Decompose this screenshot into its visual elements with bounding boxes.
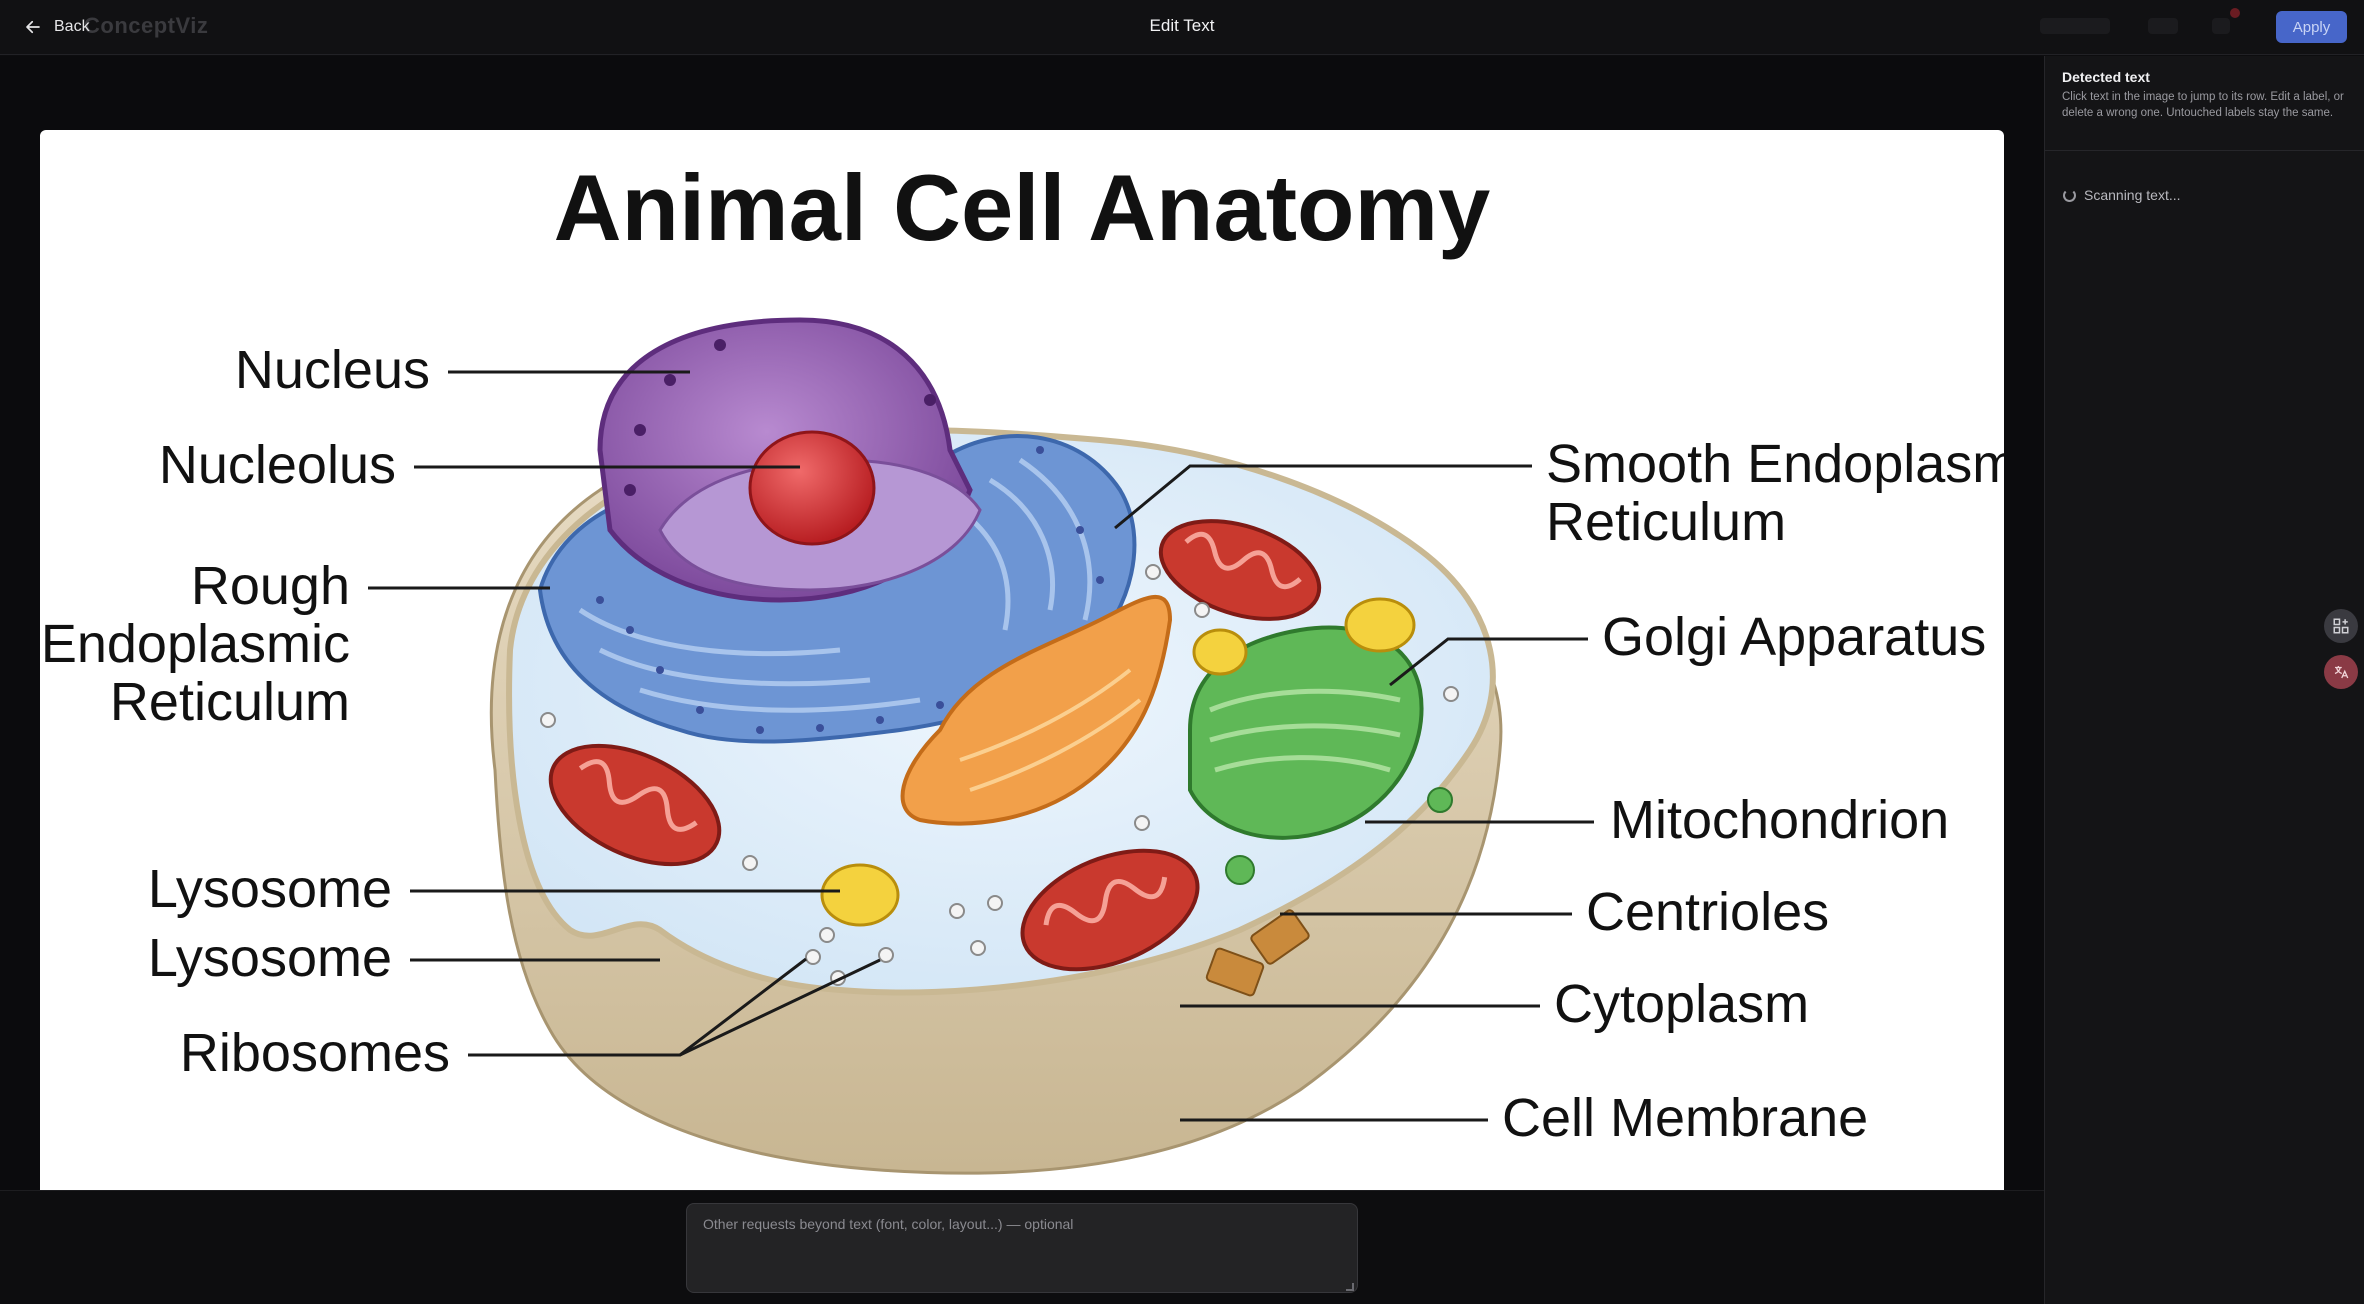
nucleolus-shape <box>748 430 876 546</box>
ghost-top-item <box>2040 18 2110 34</box>
apply-button[interactable]: Apply <box>2276 11 2347 43</box>
top-bar: ConceptViz Back Edit Text Apply <box>0 0 2364 55</box>
panel-title: Detected text <box>2062 69 2150 85</box>
grid-plus-icon <box>2333 618 2349 634</box>
back-button[interactable]: Back <box>24 14 90 40</box>
label-golgi-apparatus[interactable]: Golgi Apparatus <box>1602 607 1986 667</box>
label-mitochondrion[interactable]: Mitochondrion <box>1610 790 1949 850</box>
ghost-top-item <box>2212 18 2230 34</box>
label-smooth-er-line2[interactable]: Reticulum <box>1546 492 1786 552</box>
golgi-orange-shape <box>900 595 1173 826</box>
scanning-status: Scanning text... <box>2063 187 2181 203</box>
label-rough-er-line1[interactable]: Rough <box>191 556 350 616</box>
resize-grip-icon[interactable] <box>1346 1283 1354 1291</box>
prompt-area <box>0 1190 2044 1304</box>
leader-line <box>679 958 881 1057</box>
spinner-icon <box>2063 188 2076 202</box>
ghost-brand-logo: ConceptViz <box>84 13 209 38</box>
translate-icon <box>2334 666 2349 679</box>
label-centrioles[interactable]: Centrioles <box>1586 882 1829 942</box>
label-nucleolus[interactable]: Nucleolus <box>159 435 396 495</box>
mitochondrion-shape <box>1158 519 1322 621</box>
panel-divider <box>2045 150 2364 151</box>
leader-line <box>1114 464 1532 530</box>
side-translate-button[interactable] <box>2324 655 2358 689</box>
vesicle-shape <box>1192 628 1248 676</box>
ghost-top-item <box>2148 18 2178 34</box>
label-lysosome-2[interactable]: Lysosome <box>148 928 392 988</box>
label-nucleus[interactable]: Nucleus <box>235 340 430 400</box>
label-lysosome-1[interactable]: Lysosome <box>148 859 392 919</box>
label-ribosomes[interactable]: Ribosomes <box>180 1023 450 1083</box>
label-cell-membrane[interactable]: Cell Membrane <box>1502 1088 1868 1148</box>
diagram-title[interactable]: Animal Cell Anatomy <box>554 155 1491 260</box>
ribosome-dots <box>540 564 1459 986</box>
centrioles-shape <box>1205 909 1310 997</box>
back-label: Back <box>54 18 90 35</box>
label-cytoplasm[interactable]: Cytoplasm <box>1554 974 1809 1034</box>
vesicle-shape <box>1344 597 1416 653</box>
cell-diagram: Animal Cell Anatomy <box>41 155 2004 1175</box>
label-smooth-er-line1[interactable]: Smooth Endoplasmic <box>1546 434 2004 494</box>
page-title: Edit Text <box>1149 16 1215 35</box>
lysosome-shape <box>820 863 900 927</box>
panel-help-text: Click text in the image to jump to its r… <box>2062 91 2344 119</box>
scanning-status-text: Scanning text... <box>2084 187 2181 203</box>
leader-line <box>1389 637 1588 687</box>
side-tools-button[interactable] <box>2324 609 2358 643</box>
extra-requests-input[interactable] <box>686 1203 1358 1293</box>
mitochondrion-shape <box>548 743 722 867</box>
label-rough-er-line3[interactable]: Reticulum <box>110 672 350 732</box>
notification-badge <box>2230 8 2240 18</box>
mitochondrion-shape <box>1020 848 1200 972</box>
arrow-left-icon <box>26 20 40 34</box>
label-rough-er-line2[interactable]: Endoplasmic <box>41 614 350 674</box>
detected-text-panel: Detected text Click text in the image to… <box>2044 56 2364 1304</box>
canvas-workspace: Animal Cell Anatomy <box>0 56 2044 1226</box>
golgi-apparatus-shape <box>1188 625 1424 840</box>
image-preview: Animal Cell Anatomy <box>40 130 2004 1226</box>
